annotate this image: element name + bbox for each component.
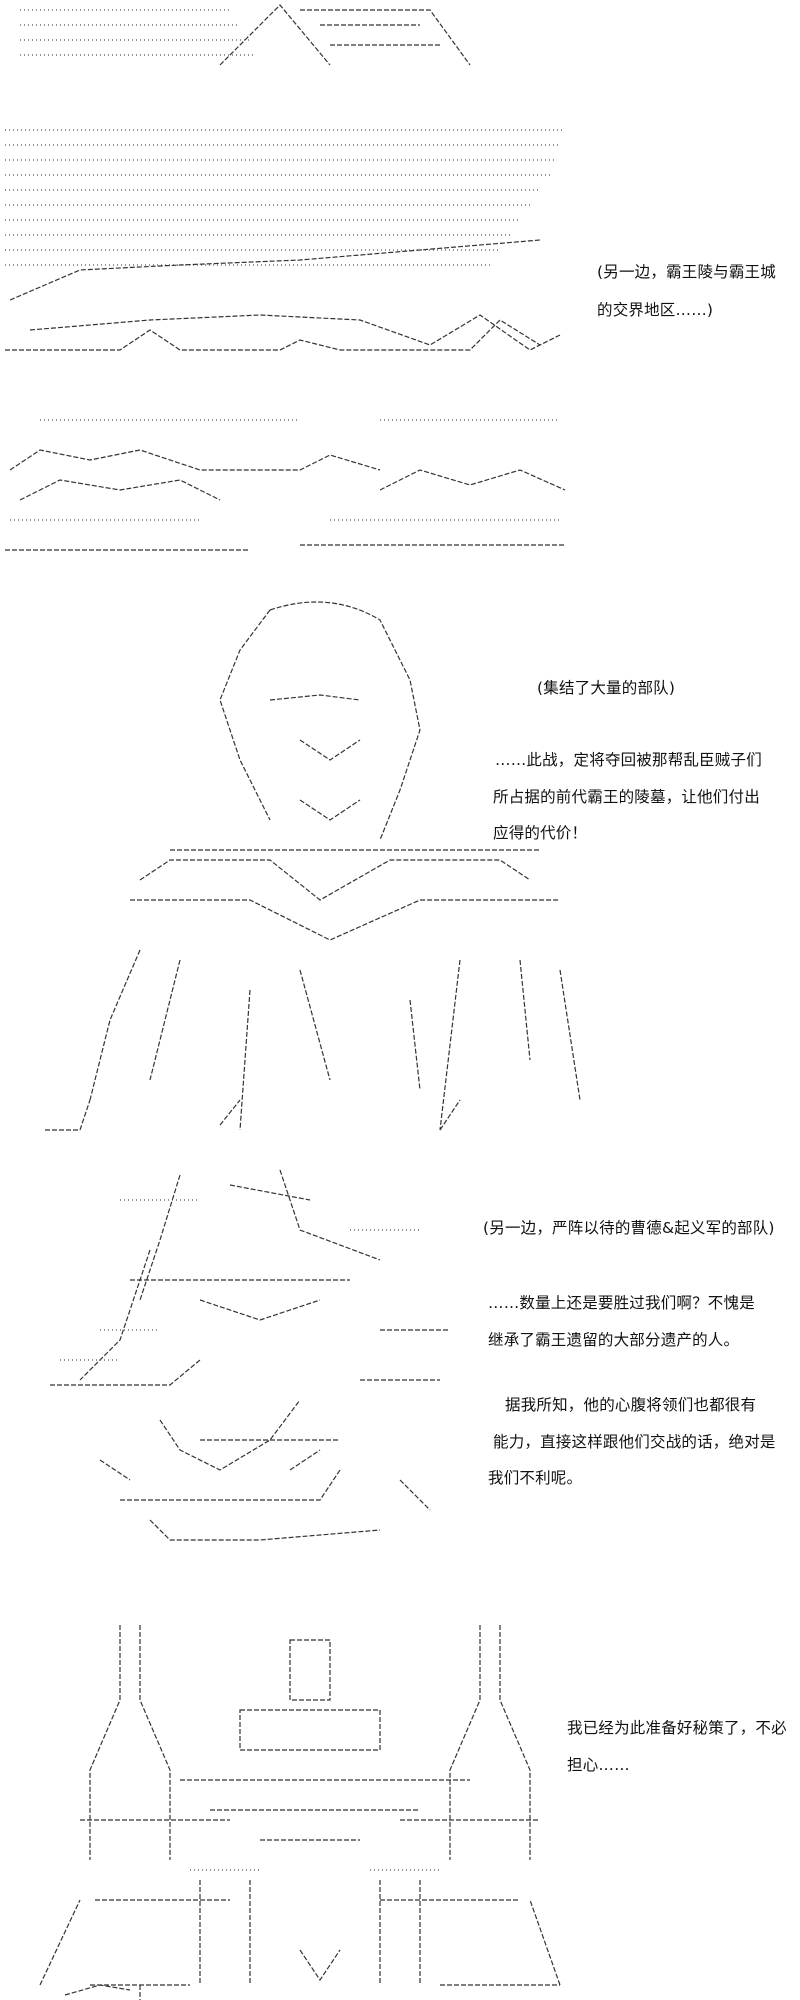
commander-art (45, 601, 581, 1131)
narration-rebel-army: (另一边，严阵以待的曹德&起义军的部队) (483, 1219, 775, 1237)
speech-line: 继承了霸王遗留的大部分遗产的人。 (488, 1331, 740, 1349)
speech-line: 应得的代价！ (493, 824, 588, 842)
narration-border-region-1: (另一边，霸王陵与霸王城 (597, 263, 776, 281)
speech-line: ……数量上还是要胜过我们啊？不愧是 (488, 1294, 755, 1312)
throne-art (39, 1625, 561, 1986)
speech-line: ……此战，定将夺回被那帮乱臣贼子们 (495, 751, 762, 769)
narration-border-region-2: 的交界地区……) (597, 301, 714, 319)
speech-line: 所占据的前代霸王的陵墓，让他们付出 (493, 788, 760, 806)
speech-line: 据我所知，他的心腹将领们也都很有 (505, 1396, 757, 1414)
speech-line: 我已经为此准备好秘策了，不必 (567, 1719, 787, 1737)
soldier-art (50, 1169, 450, 1541)
speech-line: 担心…… (567, 1756, 630, 1774)
narration-troops-gathered: (集结了大量的部队) (537, 679, 676, 697)
speech-line: 能力，直接这样跟他们交战的话，绝对是 (493, 1433, 776, 1451)
landscape-art (5, 129, 566, 551)
mountain-art (20, 4, 471, 66)
bottom-fragment-art (64, 1984, 141, 2000)
speech-line: 我们不利呢。 (488, 1469, 583, 1487)
